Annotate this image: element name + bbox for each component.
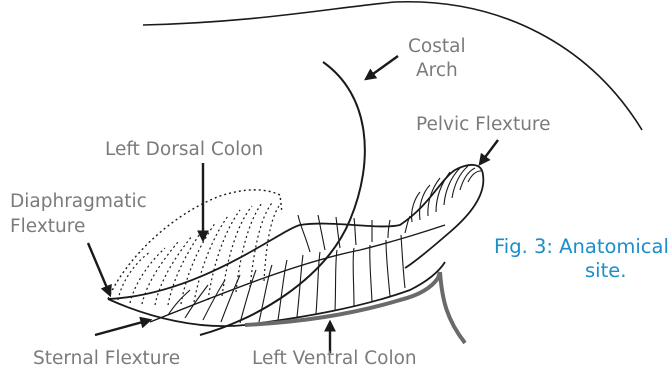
diaphragmatic-flexture-arrow	[88, 243, 110, 295]
left-ventral-colon-outline	[245, 272, 440, 325]
pelvic-flexture-label: Pelvic Flexture	[416, 114, 551, 135]
costal-arch-arrow	[366, 56, 398, 79]
body-outline	[143, 2, 642, 130]
costal-arch-label: Arch	[416, 60, 458, 81]
caption-line-2: site.	[585, 259, 626, 282]
left-dorsal-colon-label: Left Dorsal Colon	[105, 139, 263, 160]
sternal-flexture-arrow	[95, 320, 150, 335]
diaphragmatic-flexture-label: Flexture	[10, 216, 85, 237]
left-ventral-colon-label: Left Ventral Colon	[252, 348, 417, 369]
ventral-colon-right-edge	[440, 272, 465, 343]
dorsal-colon-haustra	[118, 203, 279, 305]
pelvic-flexture-arrow	[480, 140, 498, 164]
colon-lower-outline	[108, 262, 445, 326]
diaphragmatic-flexture-label: Diaphragmatic	[10, 191, 147, 212]
caption-line-1: Fig. 3: Anatomical	[494, 235, 669, 258]
labels: Costal Arch Pelvic Flexture Left Dorsal …	[10, 36, 551, 369]
pelvic-flexture-haustra	[412, 166, 481, 222]
figure-caption: Fig. 3: Anatomical site.	[494, 235, 669, 282]
sternal-flexture-label: Sternal Flexture	[33, 348, 180, 369]
costal-arch-label: Costal	[408, 36, 466, 57]
costal-arch-curve	[200, 62, 365, 335]
